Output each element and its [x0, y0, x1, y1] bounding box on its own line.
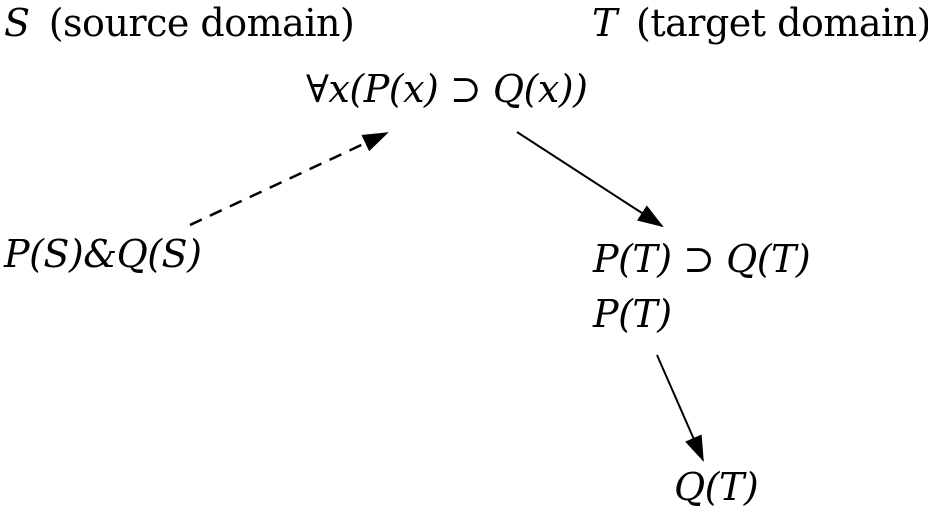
- target-domain-label: T (target domain): [592, 1, 928, 46]
- source-domain-label: S (source domain): [4, 1, 355, 46]
- source-domain-descriptor: (source domain): [48, 1, 355, 45]
- target-domain-descriptor: (target domain): [636, 1, 928, 45]
- source-domain-symbol: S: [4, 1, 30, 45]
- source-facts-formula: P(S)&Q(S): [4, 232, 202, 276]
- solid-arrow-target-premise-to-conclusion: [656, 354, 704, 462]
- target-conclusion-formula: Q(T): [674, 465, 759, 509]
- target-premise-formula: P(T): [593, 292, 672, 336]
- dashed-arrow-source-facts-to-universal-rule: [189, 131, 389, 227]
- universal-rule-formula: ∀x(P(x) ⊃ Q(x)): [306, 67, 588, 111]
- target-domain-symbol: T: [592, 1, 617, 45]
- target-conditional-formula: P(T) ⊃ Q(T): [593, 237, 811, 281]
- solid-arrow-universal-rule-to-target-conditional: [516, 131, 664, 228]
